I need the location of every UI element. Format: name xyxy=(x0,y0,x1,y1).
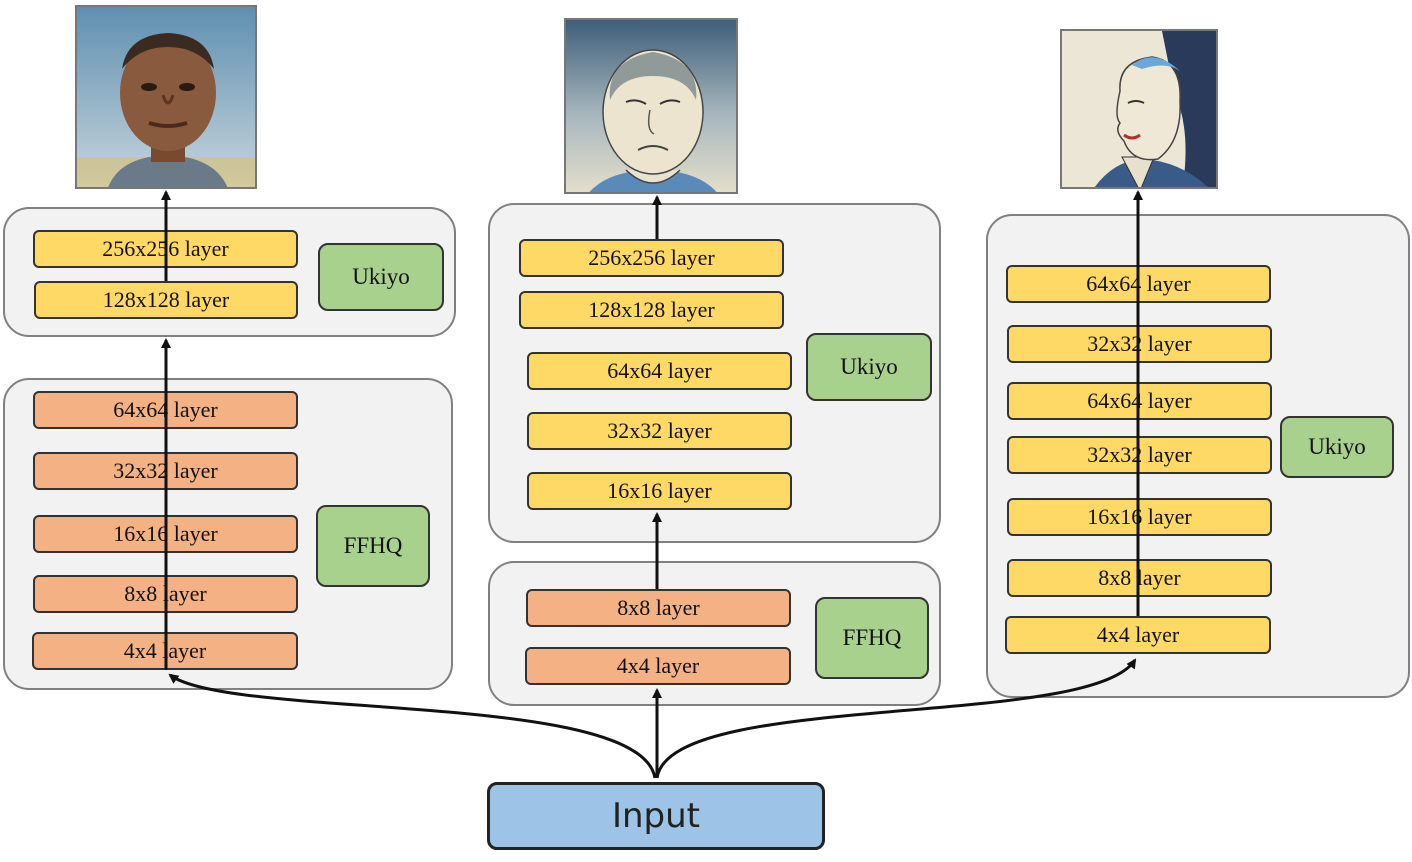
layer-8x8: 8x8 layer xyxy=(1007,559,1272,597)
layer-32x32: 32x32 layer xyxy=(527,412,792,450)
output-portrait-ukiyo-profile xyxy=(1060,29,1218,189)
layer-32x32: 32x32 layer xyxy=(33,452,298,490)
layer-64x64: 64x64 layer xyxy=(1007,382,1272,420)
layer-8x8: 8x8 layer xyxy=(526,589,791,627)
layer-4x4: 4x4 layer xyxy=(32,632,298,670)
layer-4x4: 4x4 layer xyxy=(1005,616,1271,654)
layer-4x4: 4x4 layer xyxy=(525,647,791,685)
layer-16x16: 16x16 layer xyxy=(1007,498,1272,536)
layer-32x32: 32x32 layer xyxy=(1007,325,1272,363)
output-portrait-photo xyxy=(75,5,257,189)
ukiyo-tag: Ukiyo xyxy=(806,333,932,401)
layer-256x256: 256x256 layer xyxy=(519,239,784,277)
layer-128x128: 128x128 layer xyxy=(34,281,298,319)
layer-64x64: 64x64 layer xyxy=(33,391,298,429)
output-portrait-ukiyo xyxy=(564,18,738,194)
layer-8x8: 8x8 layer xyxy=(33,575,298,613)
ukiyo-tag: Ukiyo xyxy=(318,243,444,311)
layer-256x256: 256x256 layer xyxy=(33,230,298,268)
layer-16x16: 16x16 layer xyxy=(33,515,298,553)
layer-64x64: 64x64 layer xyxy=(1006,265,1271,303)
ffhq-tag: FFHQ xyxy=(316,505,430,587)
layer-128x128: 128x128 layer xyxy=(519,291,784,329)
ffhq-tag: FFHQ xyxy=(815,597,929,679)
layer-16x16: 16x16 layer xyxy=(527,472,792,510)
layer-32x32: 32x32 layer xyxy=(1007,436,1272,474)
input-node: Input xyxy=(487,782,825,850)
ukiyo-tag: Ukiyo xyxy=(1280,416,1394,478)
layer-64x64: 64x64 layer xyxy=(527,352,792,390)
